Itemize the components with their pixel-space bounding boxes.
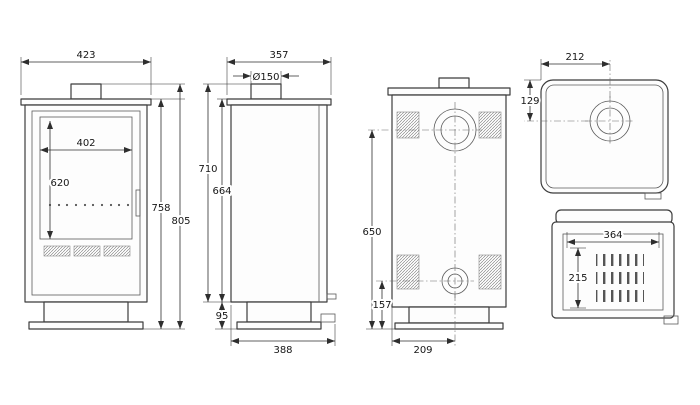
front-pedestal [43,301,129,323]
dim-side-total-depth-label: 388 [273,345,292,356]
dim-back-flue-height: 650 [360,130,395,330]
side-bracket [320,313,336,323]
dim-side-upper-height: 710 [196,83,251,303]
back-top-plate [387,87,511,96]
top-plate-inner [545,84,664,189]
side-view: 357 Ø150 710 664 95 38 [196,48,337,358]
dim-front-glass-width: 402 [40,136,132,153]
side-base-plate [236,321,322,330]
rear-vent-slots [596,250,644,304]
top-handle-tab [644,192,662,200]
dim-side-body-height: 664 [210,98,234,302]
dim-front-width: 423 [20,48,152,95]
dim-back-lower-outlet-height-label: 157 [372,300,391,311]
dim-rear-inner-height-label: 215 [568,273,587,284]
dim-side-total-depth: 388 [230,305,336,358]
top-plate-outline [540,79,669,194]
rear-recess-panel [562,233,664,311]
front-vent-grilles [43,245,131,257]
side-flue-collar [250,83,282,100]
side-body [230,104,328,303]
dim-side-depth: 357 [226,48,332,95]
back-pedestal [408,306,490,324]
dim-side-base-height-label: 95 [216,311,229,322]
dim-front-width-label: 423 [76,50,95,61]
dim-rear-inner-width: 364 [566,228,660,248]
dim-side-upper-height-label: 710 [198,164,217,175]
front-body [24,104,148,303]
dim-side-base-height: 95 [214,302,237,330]
side-pedestal [246,301,312,323]
dim-front-body-height: 758 [143,98,185,330]
rear-foot [663,315,679,325]
dim-front-glass-height-label: 620 [50,178,69,189]
dim-side-depth-label: 357 [269,50,288,61]
dim-front-glass-width-label: 402 [76,138,95,149]
front-glass [39,116,133,240]
back-view: 650 157 209 [360,77,511,358]
back-vent-grilles [396,111,502,290]
dim-front-total-height: 805 [101,83,193,329]
dim-back-flue-offset-label: 209 [413,345,432,356]
rear-detail-view: 364 215 [551,209,679,325]
side-latch [326,293,337,300]
dim-front-body-height-label: 758 [151,203,170,214]
front-air-holes [48,203,130,207]
dim-back-flue-offset: 209 [391,294,456,358]
dim-back-flue-height-label: 650 [362,227,381,238]
dim-top-depth-to-flue-label: 129 [520,96,539,107]
dim-top-width-to-flue: 212 [540,50,611,98]
dim-front-glass-height: 620 [47,121,72,239]
dim-top-width-to-flue-label: 212 [565,52,584,63]
back-flue-collar [438,77,470,89]
dim-side-flue-diameter-label: Ø150 [253,71,280,83]
front-flue-collar [70,83,102,100]
dim-rear-inner-height: 215 [566,247,590,309]
front-base-plate [28,321,144,330]
front-top-plate [20,98,152,106]
top-view: 212 129 [518,50,669,200]
dim-front-total-height-label: 805 [171,216,190,227]
dim-rear-inner-width-label: 364 [603,230,622,241]
back-base-plate [394,322,504,330]
dim-side-body-height-label: 664 [212,186,231,197]
side-top-plate [226,98,332,106]
dim-side-flue-diameter: Ø150 [233,69,299,85]
front-view: 423 402 620 758 805 [20,48,193,330]
front-door-handle [135,189,141,217]
dim-top-depth-to-flue: 129 [518,79,588,122]
dim-back-lower-outlet-height: 157 [370,281,394,329]
